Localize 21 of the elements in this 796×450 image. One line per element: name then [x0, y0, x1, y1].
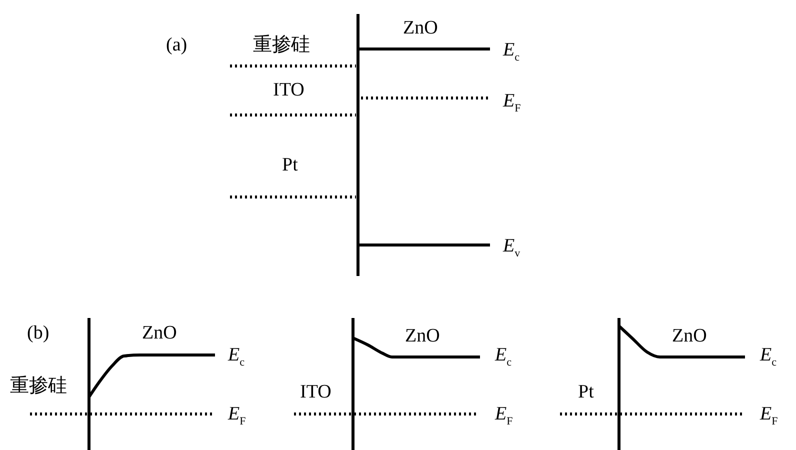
- band-label: ITO: [273, 80, 304, 100]
- band-label: E$_{F}$: [228, 404, 246, 428]
- band-label: ITO: [300, 382, 332, 402]
- band-label: E$_{c}$: [760, 346, 776, 368]
- band-label: Pt: [578, 382, 594, 402]
- panel-label: (b): [27, 324, 50, 342]
- band-label: 重掺硅: [10, 376, 67, 396]
- band-label: 重掺硅: [253, 36, 310, 54]
- band-label: E$_{F}$: [495, 404, 513, 428]
- band-label: E$_{F}$: [760, 404, 778, 428]
- band-label: E$_{v}$: [503, 236, 520, 260]
- band-label: E$_{F}$: [503, 92, 521, 114]
- band-label: E$_{c}$: [495, 346, 512, 368]
- band-label: E$_{c}$: [228, 346, 244, 368]
- panel-label: (a): [166, 36, 188, 54]
- band-label: ZnO: [403, 18, 438, 38]
- band-label: E$_{c}$: [503, 40, 520, 64]
- band-label: ZnO: [142, 324, 177, 342]
- band-label: ZnO: [405, 326, 440, 346]
- band-label: ZnO: [672, 326, 707, 346]
- band-label: Pt: [282, 156, 298, 174]
